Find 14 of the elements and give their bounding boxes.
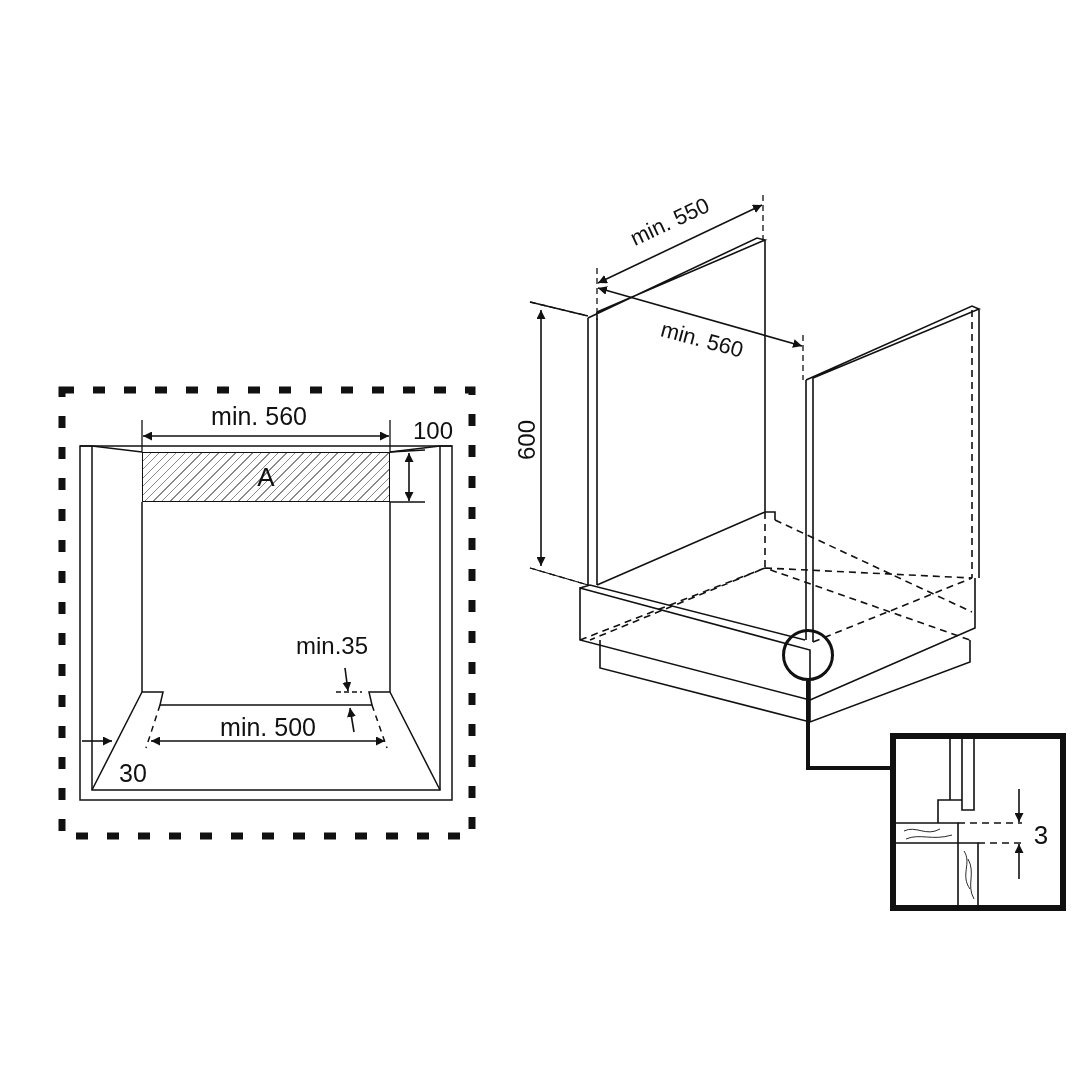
dimension-label: min. 550 xyxy=(627,194,713,250)
zone-letter: A xyxy=(257,464,275,490)
dimension-label: min. 560 xyxy=(658,318,746,362)
dimension-label: min. 560 xyxy=(211,403,307,429)
detail-circle xyxy=(782,629,834,681)
dimension-label: min. 500 xyxy=(220,714,316,740)
dimension-label: 3 xyxy=(1033,822,1049,848)
hatched-zone xyxy=(142,452,390,502)
dimension-label: 600 xyxy=(515,420,539,460)
connector-line xyxy=(806,681,890,770)
dimension-label: min.35 xyxy=(296,634,368,658)
dimension-label: 100 xyxy=(413,419,453,443)
dimension-label: 30 xyxy=(119,760,147,786)
detail-inset-frame xyxy=(890,733,1066,911)
